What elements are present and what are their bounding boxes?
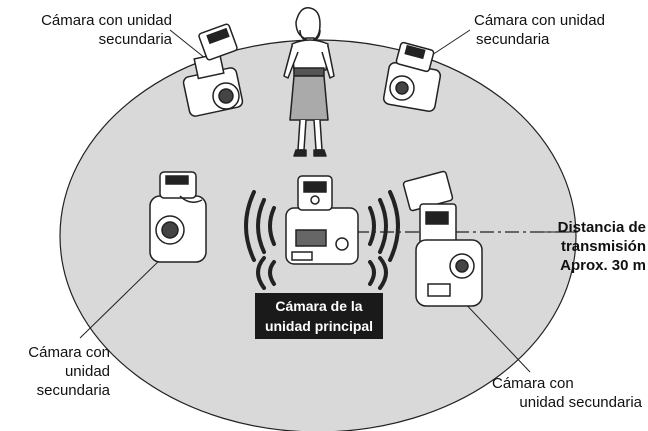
leader-line-bottom-left — [79, 254, 166, 339]
label-bottom-left-line1: Cámara con — [28, 344, 110, 361]
label-top-right-line1: Cámara con unidad — [474, 12, 605, 29]
label-bottom-left: Cámara con unidad secundaria — [0, 343, 110, 400]
label-top-right-line2: secundaria — [476, 31, 550, 48]
leader-line-top-left — [169, 29, 206, 59]
camera-right-icon — [402, 170, 483, 307]
camera-top-left-icon — [182, 23, 244, 117]
label-bottom-left-line2: unidad — [64, 363, 110, 380]
label-distance: Distancia de transmisión Aprox. 30 m — [534, 218, 646, 275]
label-bottom-right-line1: Cámara con — [492, 375, 574, 392]
label-bottom-right-line2: unidad secundaria — [519, 394, 642, 411]
label-top-left: Cámara con unidad secundaria — [0, 11, 172, 49]
main-unit-line1: Cámara de la — [275, 298, 363, 314]
camera-left-icon — [149, 171, 207, 263]
label-top-left-line2: secundaria — [98, 31, 172, 48]
woman-figure-icon — [283, 7, 335, 157]
label-bottom-left-line3: secundaria — [36, 382, 110, 399]
main-unit-line2: unidad principal — [264, 318, 374, 334]
leader-line-bottom-right — [459, 297, 531, 373]
wireless-signal-waves-icon — [244, 190, 400, 290]
main-unit-badge: Cámara de la unidad principal — [255, 293, 383, 339]
label-distance-line3: Aprox. 30 m — [560, 257, 646, 274]
label-top-right: Cámara con unidad secundaria — [474, 11, 644, 49]
label-bottom-right: Cámara con unidad secundaria — [480, 374, 642, 412]
leader-line-top-right — [431, 29, 471, 56]
label-top-left-line1: Cámara con unidad — [41, 12, 172, 29]
camera-main-icon — [285, 175, 359, 265]
label-distance-line2: transmisión — [560, 238, 646, 255]
camera-top-right-icon — [382, 41, 442, 112]
label-distance-line1: Distancia de — [557, 219, 646, 236]
